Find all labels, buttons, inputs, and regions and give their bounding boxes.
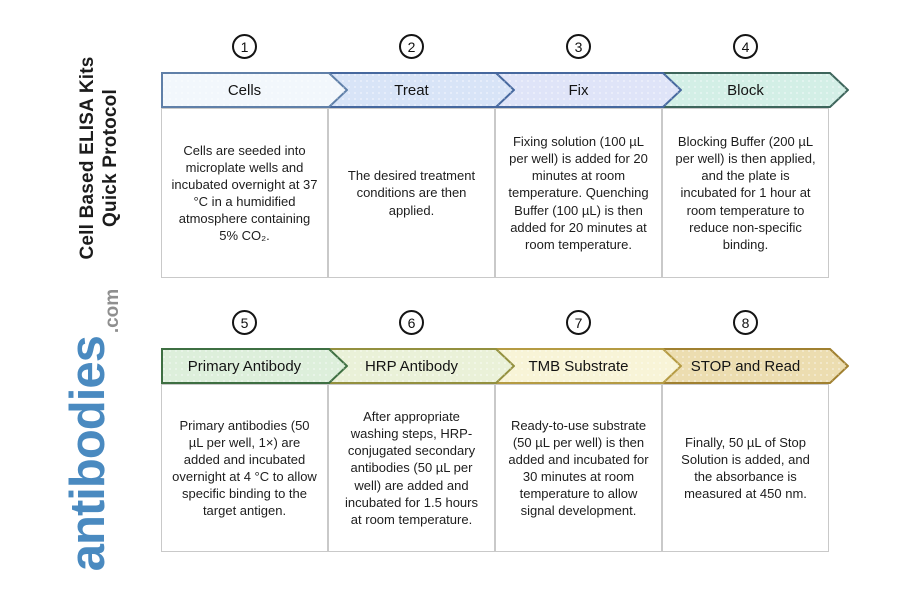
step-label: HRP Antibody: [364, 357, 459, 375]
step-description: Ready-to-use substrate (50 µL per well) …: [495, 384, 662, 552]
step-number: 6: [407, 314, 416, 331]
step-description: After appropriate washing steps, HRP-con…: [328, 384, 495, 552]
step-arrow: [161, 72, 348, 108]
step-description: Blocking Buffer (200 µL per well) is the…: [662, 108, 829, 278]
step-number: 4: [741, 38, 750, 55]
step-number-badge: 7: [566, 310, 591, 335]
step-arrow: [161, 348, 348, 384]
page-title: Cell Based ELISA Kits Quick Protocol: [76, 28, 124, 288]
step-card-7: 7 TMB Substrate Ready-to-use substrate (…: [495, 310, 682, 560]
step-number-badge: 8: [733, 310, 758, 335]
step-arrow: [662, 348, 849, 384]
step-arrow: [662, 72, 849, 108]
step-description: Primary antibodies (50 µL per well, 1×) …: [161, 384, 328, 552]
step-label: Fix: [568, 81, 589, 99]
step-label: STOP and Read: [690, 357, 801, 375]
step-label: Cells: [227, 81, 262, 99]
step-number: 8: [741, 314, 750, 331]
step-number-badge: 3: [566, 34, 591, 59]
step-label: Primary Antibody: [187, 357, 302, 375]
steps-row-2: 5 Primary Antibody Primary antibodies (5…: [161, 310, 873, 562]
step-description: Finally, 50 µL of Stop Solution is added…: [662, 384, 829, 552]
step-card-4: 4 Block Blocking Buffer (200 µL per well…: [662, 34, 849, 284]
step-card-8: 8 STOP and Read Finally, 50 µL of Stop S…: [662, 310, 849, 560]
step-number-badge: 5: [232, 310, 257, 335]
page-title-line1: Cell Based ELISA Kits: [77, 56, 99, 260]
step-number-badge: 2: [399, 34, 424, 59]
step-number: 3: [574, 38, 583, 55]
step-number: 5: [240, 314, 249, 331]
step-label: Treat: [394, 81, 429, 99]
step-card-6: 6 HRP Antibody After appropriate washing…: [328, 310, 515, 560]
step-description: Cells are seeded into microplate wells a…: [161, 108, 328, 278]
brand-logo: antibodies.com: [60, 272, 123, 588]
steps-row-1: 1 Cells Cells are seeded into microplate…: [161, 34, 873, 286]
logo-wordmark: antibodies: [61, 336, 115, 572]
step-arrow: [495, 348, 682, 384]
step-card-1: 1 Cells Cells are seeded into microplate…: [161, 34, 348, 284]
step-label: TMB Substrate: [528, 357, 629, 375]
step-number-badge: 1: [232, 34, 257, 59]
page-title-line2: Quick Protocol: [100, 89, 121, 227]
step-number-badge: 4: [733, 34, 758, 59]
step-number: 2: [407, 38, 416, 55]
step-arrow: [328, 72, 515, 108]
step-description: Fixing solution (100 µL per well) is add…: [495, 108, 662, 278]
step-card-2: 2 Treat The desired treatment conditions…: [328, 34, 515, 284]
step-number-badge: 6: [399, 310, 424, 335]
step-card-3: 3 Fix Fixing solution (100 µL per well) …: [495, 34, 682, 284]
logo-domain-suffix: .com: [102, 288, 123, 334]
step-label: Block: [727, 81, 764, 99]
step-card-5: 5 Primary Antibody Primary antibodies (5…: [161, 310, 348, 560]
step-description: The desired treatment conditions are the…: [328, 108, 495, 278]
step-number: 7: [574, 314, 583, 331]
step-number: 1: [240, 38, 249, 55]
